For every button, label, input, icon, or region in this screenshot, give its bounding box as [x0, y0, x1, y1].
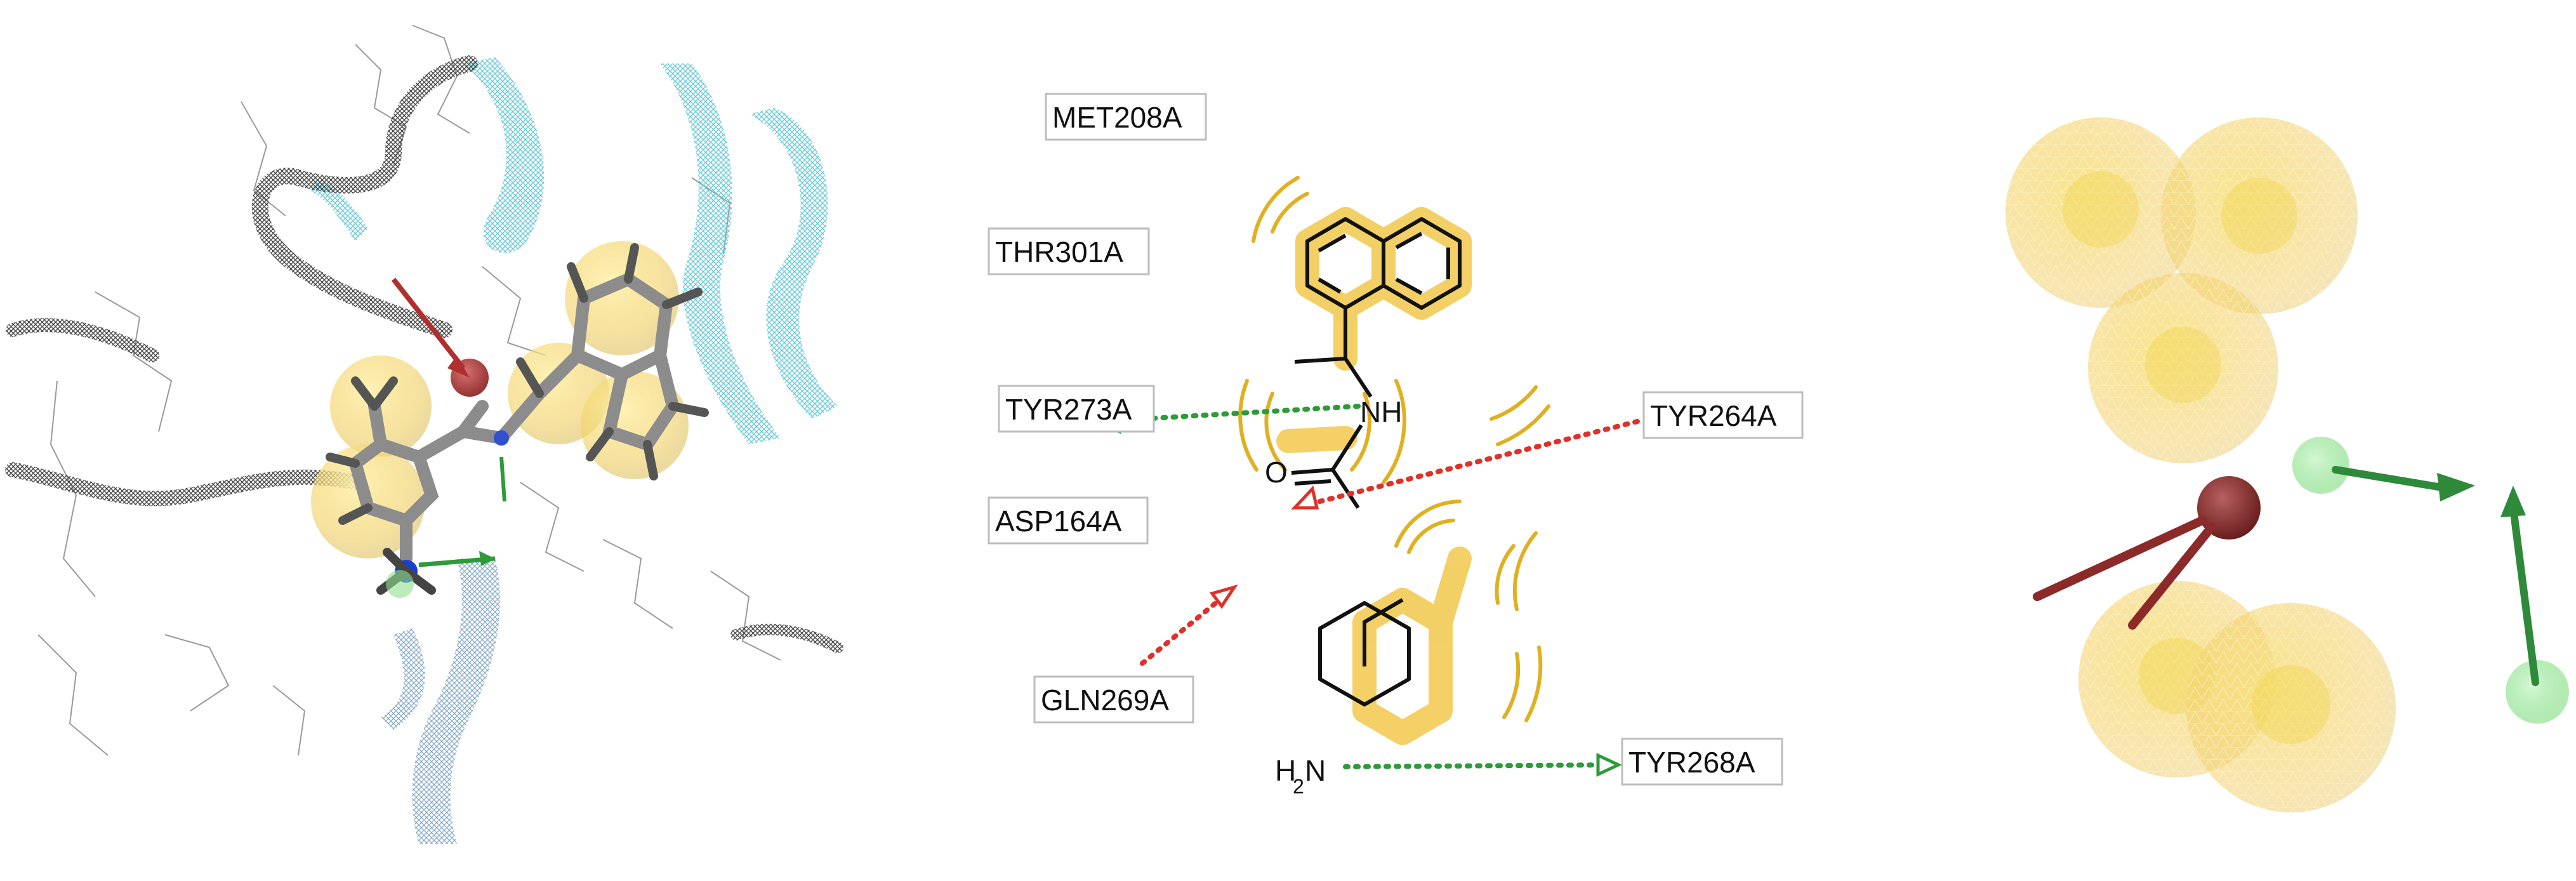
donor-feature-sphere-2: [2506, 660, 2569, 724]
acceptor-arrow-3d: [391, 277, 466, 370]
hbond-gln269: [1140, 584, 1238, 666]
pharmacophore-svg: [2005, 117, 2569, 812]
residue-label-gln269: GLN269A: [1033, 675, 1194, 724]
donor-arrowhead-2: [2500, 486, 2526, 517]
atom-label-n: N: [1305, 754, 1326, 787]
donor-feature-arrows: [2332, 466, 2539, 686]
benzamide-ring-bonds: [1363, 598, 1404, 666]
svg-text:GLN269A: GLN269A: [1041, 684, 1169, 717]
svg-text:TYR273A: TYR273A: [1005, 393, 1132, 426]
residue-label-tyr268: TYR268A: [1621, 738, 1783, 786]
svg-text:TYR264A: TYR264A: [1650, 399, 1777, 432]
residue-label-met208: MET208A: [1045, 93, 1207, 141]
hbond-tyr268: [1343, 753, 1622, 777]
residue-label-asp164: ASP164A: [987, 496, 1149, 545]
interaction-diagram-2d: NH O H 2 N MET208A THR301A TYR273A ASP16…: [952, 0, 1840, 881]
atom-label-o: O: [1265, 456, 1288, 489]
donor-arrow-3d-2: [499, 456, 506, 502]
svg-text:MET208A: MET208A: [1052, 101, 1182, 134]
residue-label-tyr273: TYR273A: [998, 385, 1155, 433]
acceptor-feature-arrows: [2033, 516, 2216, 630]
ligand-skeleton: [1291, 217, 1462, 706]
binding-pocket-3d-svg: [5, 25, 843, 844]
ligand-amide-nitrogen: [494, 430, 509, 446]
atom-label-h2-subscript: 2: [1293, 775, 1304, 798]
protein-coil-gray: [5, 55, 843, 653]
protein-ribbon-cyan: [311, 57, 838, 444]
hydrophobic-contact-arcs: [1238, 176, 1550, 722]
atom-label-h2: H: [1275, 754, 1296, 787]
donor-arrowhead-1: [2437, 473, 2475, 501]
svg-text:THR301A: THR301A: [995, 235, 1123, 268]
interaction-diagram-svg: NH O H 2 N MET208A THR301A TYR273A ASP16…: [987, 93, 1804, 798]
residue-label-thr301: THR301A: [987, 227, 1150, 275]
residue-label-tyr264: TYR264A: [1642, 391, 1804, 439]
svg-text:TYR268A: TYR268A: [1628, 746, 1755, 779]
hydrophobic-halo-benzamide: [1352, 546, 1472, 745]
donor-sphere-3d: [386, 570, 414, 598]
hydrophobic-halo-methyl: [1276, 426, 1357, 453]
ligand-hydrogens: [326, 243, 709, 525]
pharmacophore-feature-view: [1993, 0, 2576, 881]
donor-feature-sphere-1: [2292, 437, 2349, 494]
hydrophobic-feature-spheres: [2005, 117, 2396, 812]
hbond-tyr264: [1291, 419, 1640, 510]
binding-pocket-3d-view: [0, 0, 850, 881]
protein-ribbon-blue: [381, 559, 500, 844]
svg-text:ASP164A: ASP164A: [995, 505, 1122, 538]
atom-label-nh: NH: [1360, 395, 1402, 428]
